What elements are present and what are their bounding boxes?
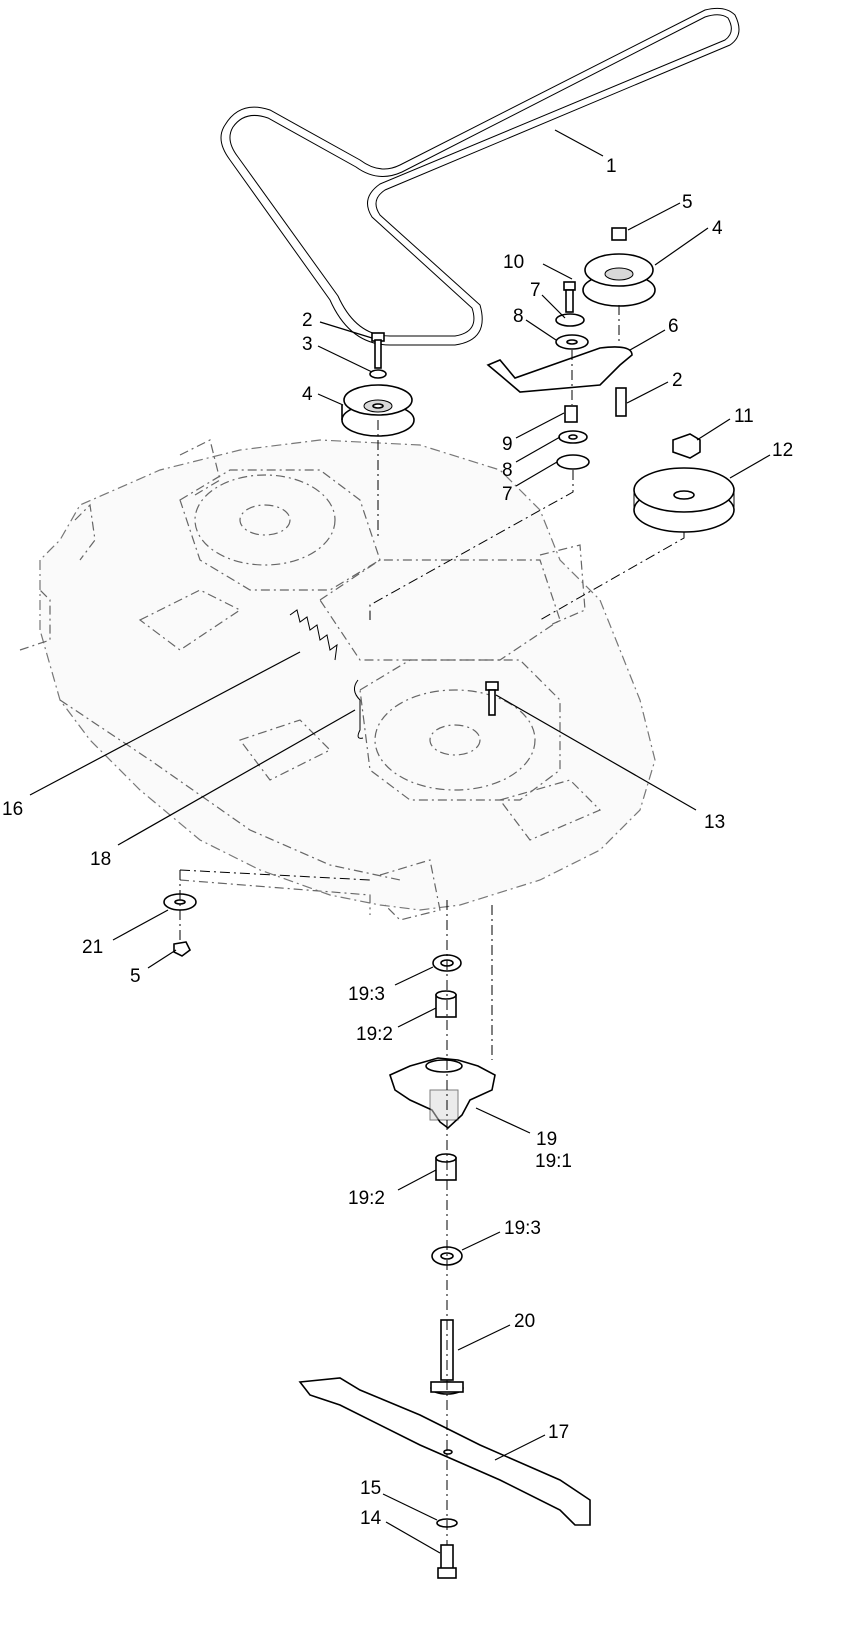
callout-labels: 1 2 2 3 4 4 5 5 6 7 7 8 8 9 10 11 12 13 … xyxy=(2,156,793,1529)
callout-3: 3 xyxy=(302,334,313,355)
bushing-part-9 xyxy=(564,405,578,423)
spring-part-16 xyxy=(289,609,338,661)
callout-19-1: 19:1 xyxy=(535,1151,572,1172)
callout-10: 10 xyxy=(503,252,524,273)
spindle-housing-part-19 xyxy=(389,1057,496,1130)
callout-8-top: 8 xyxy=(513,306,524,327)
bolt-part-10 xyxy=(563,281,576,313)
callout-4-left: 4 xyxy=(302,384,313,405)
callout-2-left: 2 xyxy=(302,310,313,331)
spacer-part-8-bottom xyxy=(558,430,588,444)
callout-21: 21 xyxy=(82,937,103,958)
nut-part-5-bottom xyxy=(173,941,192,957)
callout-19-2-bottom: 19:2 xyxy=(348,1188,385,1209)
washer-part-7-top xyxy=(555,313,585,327)
callout-8-bottom: 8 xyxy=(502,460,513,481)
callout-13: 13 xyxy=(704,812,725,833)
bolt-part-2-right xyxy=(615,387,627,417)
callout-19-2-top: 19:2 xyxy=(356,1024,393,1045)
idler-pulley-part-4-right xyxy=(582,253,656,307)
belt-part-1 xyxy=(220,7,740,346)
spacer-part-8-top xyxy=(555,334,589,350)
mower-deck xyxy=(19,439,656,921)
callout-9: 9 xyxy=(502,434,513,455)
bolt-part-13 xyxy=(485,681,499,716)
washer-part-3 xyxy=(369,369,387,379)
bolt-part-14 xyxy=(437,1544,457,1579)
callout-19-3-bottom: 19:3 xyxy=(504,1218,541,1239)
callout-leaders xyxy=(29,129,771,1554)
callout-12: 12 xyxy=(772,440,793,461)
callout-20: 20 xyxy=(514,1311,535,1332)
washer-part-7-bottom xyxy=(556,454,590,470)
callout-11: 11 xyxy=(734,406,754,427)
callout-6: 6 xyxy=(668,316,679,337)
callout-1: 1 xyxy=(606,156,617,177)
callout-4-right: 4 xyxy=(712,218,723,239)
assembly-centerlines xyxy=(179,305,685,1545)
callout-2-right: 2 xyxy=(672,370,683,391)
callout-7-bottom: 7 xyxy=(502,484,513,505)
callout-18: 18 xyxy=(90,849,111,870)
callout-15: 15 xyxy=(360,1478,381,1499)
callout-14: 14 xyxy=(360,1508,382,1529)
nut-part-5-top xyxy=(611,227,627,241)
callout-16: 16 xyxy=(2,799,23,820)
spacer-part-19-2-top xyxy=(435,990,457,1018)
callout-19-3-top: 19:3 xyxy=(348,984,385,1005)
callout-19: 19 xyxy=(536,1129,557,1150)
callout-5-top: 5 xyxy=(682,192,693,213)
callout-7-top: 7 xyxy=(530,280,541,301)
callout-5-bottom: 5 xyxy=(130,966,141,987)
nut-part-11 xyxy=(672,433,701,459)
drive-pulley-part-12 xyxy=(633,467,735,533)
idler-arm-part-6 xyxy=(486,346,633,393)
bolt-part-2-left xyxy=(371,332,385,369)
spacer-part-19-2-bottom xyxy=(435,1153,457,1181)
callout-17: 17 xyxy=(548,1422,569,1443)
rod-part-18 xyxy=(354,679,364,739)
blade-part-17 xyxy=(298,1377,591,1526)
